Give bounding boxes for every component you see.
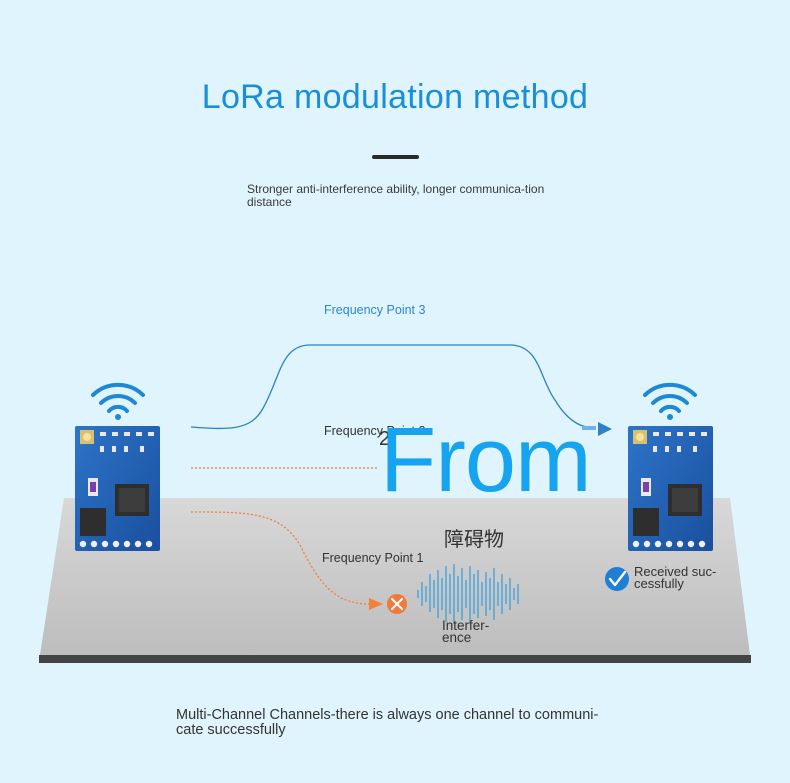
channel-number: 2 — [379, 428, 391, 450]
obstacle-label: 障碍物 — [444, 527, 504, 551]
lora-module-right — [628, 426, 713, 551]
arrow-head-success — [598, 422, 612, 436]
cross-icon — [387, 594, 407, 614]
frequency-point-2-label: Frequency Point 2 — [324, 424, 426, 438]
wifi-signal-icon-left — [91, 382, 145, 420]
title-divider — [372, 155, 419, 159]
frequency-path-3 — [190, 344, 596, 430]
footer-caption: Multi-Channel Channels-there is always o… — [176, 707, 599, 738]
lora-module-left — [75, 426, 160, 551]
check-icon — [605, 567, 629, 591]
overlay-word: From — [380, 409, 592, 511]
frequency-point-1-label: Frequency Point 1 — [322, 551, 424, 565]
arrow-head-fail — [369, 598, 383, 610]
interference-label: Interfer-ence — [442, 618, 490, 645]
subtitle: Stronger anti-interference ability, long… — [247, 182, 545, 209]
arrow-tail-dashes — [582, 426, 596, 430]
floor-edge — [39, 655, 751, 663]
floor-platform — [40, 498, 750, 655]
interference-wave-icon — [417, 564, 519, 624]
page-title: LoRa modulation method — [201, 78, 589, 116]
frequency-path-1 — [190, 511, 371, 605]
received-label: Received suc-cessfully — [634, 564, 717, 591]
frequency-point-3-label: Frequency Point 3 — [324, 303, 426, 317]
wifi-signal-icon-right — [643, 382, 697, 420]
